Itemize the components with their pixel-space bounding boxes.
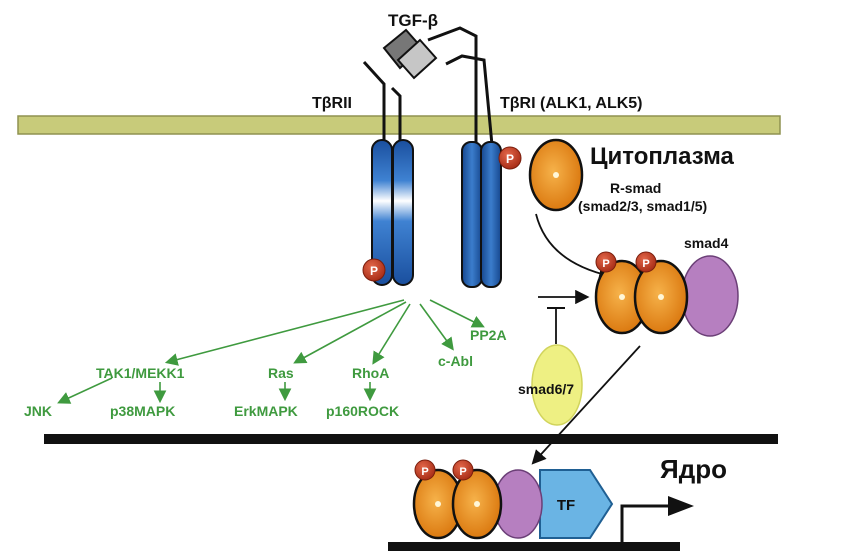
rhoa-label: RhoA [352, 365, 389, 381]
smad-complex-cytoplasm: P P [594, 251, 739, 337]
transcription-factor [539, 469, 614, 539]
erk-label: ErkMAPK [234, 403, 298, 419]
ras-label: Ras [268, 365, 294, 381]
p38-label: p38MAPK [110, 403, 175, 419]
phospho-label: P [602, 258, 609, 270]
phospho-label: P [506, 152, 514, 166]
smad67 [531, 344, 583, 426]
cytoplasm-label: Цитоплазма [590, 143, 735, 170]
cabl-label: c-Abl [438, 353, 473, 369]
pathway-arrows [57, 299, 485, 404]
pp2a-label: PP2A [470, 327, 507, 343]
tf-label: TF [557, 497, 575, 514]
tbri-label: TβRI (ALK1, ALK5) [500, 95, 643, 112]
tgf-beta-label: TGF-β [388, 11, 438, 30]
pathway-labels: TAK1/MEKK1 JNK p38MAPK Ras ErkMAPK RhoA … [24, 327, 507, 419]
tak1-label: TAK1/MEKK1 [96, 365, 185, 381]
receptor-tbrii [362, 60, 414, 286]
dna-strand [388, 542, 680, 551]
receptor-tbri [427, 26, 502, 288]
r-smad-label: R-smad [610, 180, 661, 196]
r-smad-subtypes-label: (smad2/3, smad1/5) [578, 198, 707, 214]
jnk-label: JNK [24, 403, 52, 419]
smad4 [681, 255, 739, 337]
tgf-beta-ligand [382, 28, 438, 80]
nucleus-label: Ядро [660, 454, 727, 484]
phospho-label: P [421, 466, 428, 478]
nuclear-membrane [44, 434, 778, 444]
r-smad [528, 138, 584, 212]
arrow-rsmad-to-complex [535, 213, 614, 281]
phospho-receptor-tbri: P [498, 146, 522, 170]
smad4-label: smad4 [684, 235, 729, 251]
smad-complex-nucleus: P P [412, 459, 614, 540]
phospho-label: P [642, 258, 649, 270]
arrow-complex-to-nucleus [531, 345, 641, 465]
rock-label: p160ROCK [326, 403, 399, 419]
transcription-arrow [620, 496, 694, 542]
smad67-label: smad6/7 [518, 381, 574, 397]
phospho-label: P [370, 264, 378, 278]
phospho-label: P [459, 466, 466, 478]
tbrii-label: TβRII [312, 95, 352, 112]
phospho-receptor-tbrii: P [362, 258, 386, 282]
